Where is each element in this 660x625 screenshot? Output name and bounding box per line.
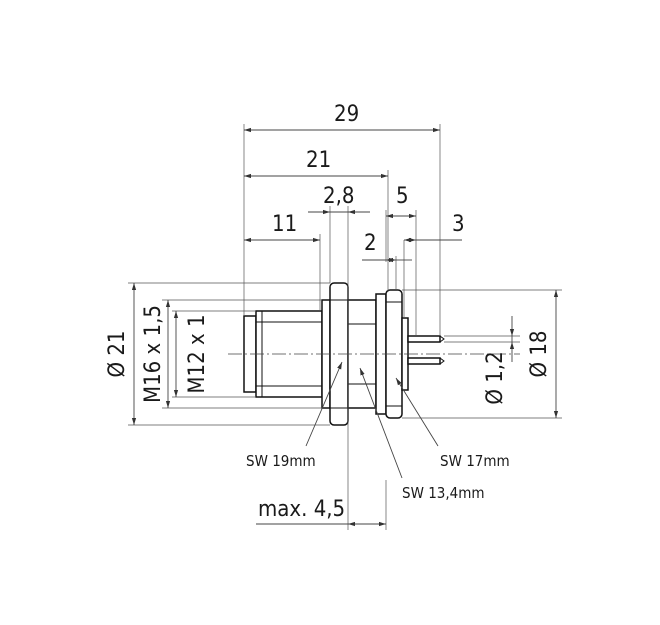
label-thread-m12: M12 x 1 <box>185 314 210 393</box>
label-body-length: 21 <box>306 148 331 173</box>
sw17-leader <box>395 377 439 447</box>
label-max-panel: max. 4,5 <box>258 497 345 522</box>
sw19-leader <box>305 361 343 447</box>
label-thread-m16: M16 x 1,5 <box>141 305 166 403</box>
label-rear-diameter: Ø 18 <box>527 330 552 377</box>
pin-upper <box>407 335 441 343</box>
sw13-leader <box>359 367 403 479</box>
label-rear-length: 5 <box>396 184 409 209</box>
label-wrench-19: SW 19mm <box>246 452 316 470</box>
dimension-labels: 29 21 2,8 5 11 3 2 Ø 21 M16 x 1,5 M12 x … <box>105 102 552 522</box>
label-gap: 2 <box>364 231 377 256</box>
label-front-length: 11 <box>272 212 297 237</box>
label-outer-diameter: Ø 21 <box>105 330 130 377</box>
extension-lines <box>128 124 562 530</box>
pin-lower <box>407 357 441 365</box>
label-flange-width: 2,8 <box>323 184 354 209</box>
label-wrench-17: SW 17mm <box>440 452 510 470</box>
dimension-lines <box>131 127 559 527</box>
label-pin-diameter: Ø 1,2 <box>483 351 508 404</box>
label-overall-length: 29 <box>334 102 359 127</box>
label-pin-length: 3 <box>452 212 465 237</box>
connector-part <box>228 282 520 426</box>
label-wrench-13: SW 13,4mm <box>402 484 485 502</box>
